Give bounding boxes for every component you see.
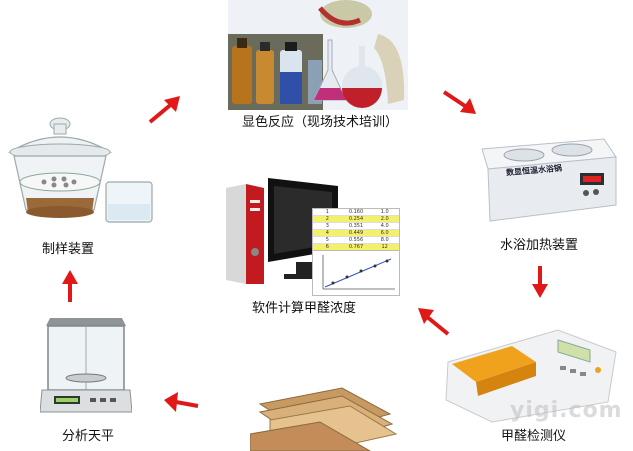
arrow-right-down xyxy=(442,90,476,114)
arrow-right-up xyxy=(148,96,180,124)
analytical-balance-label: 分析天平 xyxy=(62,429,115,444)
formaldehyde-detector-illustration xyxy=(440,322,620,424)
color-reaction-illustration xyxy=(228,0,408,110)
water-bath-label: 水浴加热装置 xyxy=(500,238,579,253)
formaldehyde-detector-label: 甲醛检测仪 xyxy=(501,429,567,444)
software-label: 软件计算甲醛浓度 xyxy=(252,301,357,316)
sample-prep-label: 制样装置 xyxy=(42,242,95,257)
watermark: yigi.com xyxy=(510,398,623,423)
color-reaction-label: 显色反应（现场技术培训） xyxy=(242,115,399,130)
arrow-left-up xyxy=(418,308,450,336)
calibration-curve-plot xyxy=(312,250,400,296)
arrow-left xyxy=(164,392,199,412)
wood-board-samples-illustration xyxy=(250,384,400,451)
desiccator-illustration xyxy=(2,112,158,232)
water-bath-illustration xyxy=(468,135,618,225)
analytical-balance-illustration xyxy=(40,312,132,422)
arrow-down xyxy=(532,266,548,298)
arrow-up xyxy=(62,270,78,302)
